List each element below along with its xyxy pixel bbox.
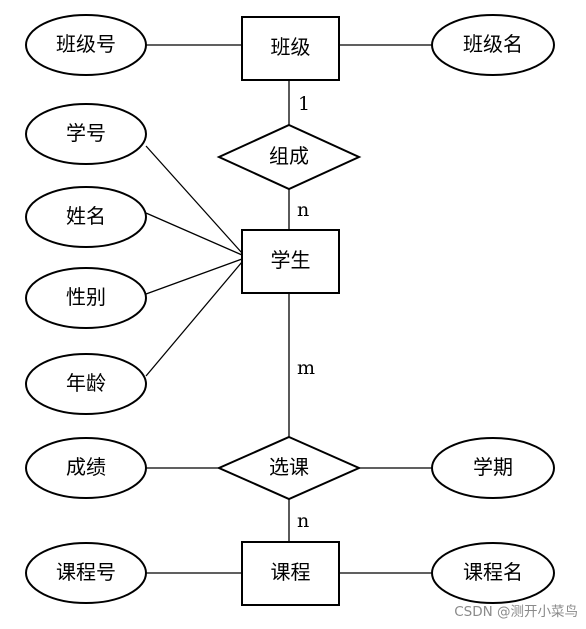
attribute-term: 学期 <box>431 437 555 499</box>
entity-course: 课程 <box>241 541 340 606</box>
relationship-select-course-label: 选课 <box>269 455 309 479</box>
attribute-age: 年龄 <box>25 353 147 415</box>
attribute-class-name-label: 班级名 <box>463 32 523 56</box>
cardinality-compose-student: n <box>297 199 309 221</box>
entity-class: 班级 <box>241 16 340 81</box>
attribute-student-name-label: 姓名 <box>66 204 106 228</box>
watermark: CSDN @测开小菜鸟 <box>454 604 578 620</box>
edge-gender <box>145 258 243 295</box>
cardinality-class-compose: 1 <box>298 93 310 115</box>
attribute-course-no-label: 课程号 <box>56 560 116 584</box>
entity-student-label: 学生 <box>271 248 311 272</box>
attribute-course-name: 课程名 <box>431 542 555 604</box>
attribute-gender: 性别 <box>25 267 147 329</box>
attribute-class-name: 班级名 <box>431 14 555 76</box>
attribute-student-no: 学号 <box>25 103 147 165</box>
relationship-select-course: 选课 <box>216 435 362 501</box>
attribute-class-no-label: 班级号 <box>56 32 116 56</box>
relationship-compose: 组成 <box>216 123 362 191</box>
connectors <box>145 44 432 574</box>
cardinality-student-select: m <box>297 357 315 379</box>
attribute-gender-label: 性别 <box>66 285 106 309</box>
entity-class-label: 班级 <box>271 35 311 59</box>
relationship-compose-label: 组成 <box>269 144 309 168</box>
attribute-term-label: 学期 <box>473 455 513 479</box>
attribute-age-label: 年龄 <box>66 371 106 395</box>
attribute-score: 成绩 <box>25 437 147 499</box>
attribute-course-name-label: 课程名 <box>463 560 523 584</box>
edge-student-name <box>145 212 243 256</box>
attribute-course-no: 课程号 <box>25 542 147 604</box>
edge-student-no <box>145 145 243 254</box>
attribute-class-no: 班级号 <box>25 14 147 76</box>
attribute-student-no-label: 学号 <box>66 121 106 145</box>
attribute-score-label: 成绩 <box>66 455 106 479</box>
entity-student: 学生 <box>241 229 340 294</box>
attribute-student-name: 姓名 <box>25 186 147 248</box>
entity-course-label: 课程 <box>271 560 311 584</box>
edge-age <box>145 261 243 377</box>
cardinality-select-course: n <box>297 510 309 532</box>
